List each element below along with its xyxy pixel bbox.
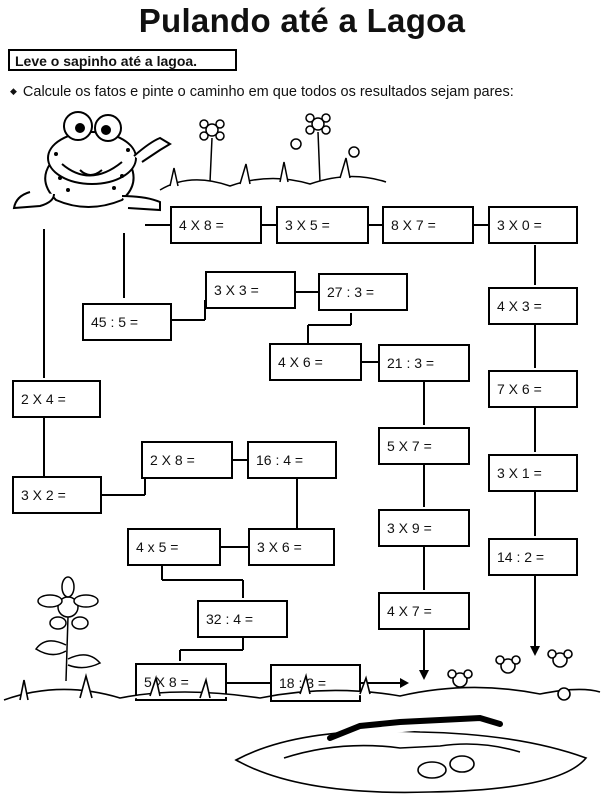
flower-left [34,576,102,682]
fact-4x7[interactable]: 4 X 7 = [378,592,470,630]
fact-14div2[interactable]: 14 : 2 = [488,538,578,576]
fact-3x1[interactable]: 3 X 1 = [488,454,578,492]
fact-16div4[interactable]: 16 : 4 = [247,441,337,479]
instruction-box: Leve o sapinho até a lagoa. [8,49,237,71]
fact-45div5[interactable]: 45 : 5 = [82,303,172,341]
fact-3x3[interactable]: 3 X 3 = [205,271,296,309]
fact-4x6[interactable]: 4 X 6 = [269,343,362,381]
grass-flowers-top [159,113,387,191]
fact-3x9[interactable]: 3 X 9 = [378,509,470,547]
fact-4x3[interactable]: 4 X 3 = [488,287,578,325]
fact-2x8[interactable]: 2 X 8 = [141,441,233,479]
fact-8x7[interactable]: 8 X 7 = [382,206,474,244]
fact-21div3[interactable]: 21 : 3 = [378,344,470,382]
fact-27div3[interactable]: 27 : 3 = [318,273,408,311]
pond-illustration [3,649,601,794]
fact-7x6[interactable]: 7 X 6 = [488,370,578,408]
page-title: Pulando até a Lagoa [138,2,466,39]
fact-32div4[interactable]: 32 : 4 = [197,600,288,638]
frog-illustration [12,111,172,212]
fact-3x2[interactable]: 3 X 2 = [12,476,102,514]
fact-3x5[interactable]: 3 X 5 = [276,206,369,244]
task-line: ◆ Calcule os fatos e pinte o caminho em q… [10,84,514,100]
fact-2x4[interactable]: 2 X 4 = [12,380,101,418]
fact-4x5[interactable]: 4 x 5 = [127,528,221,566]
bullet-icon: ◆ [10,86,17,96]
fact-3x0[interactable]: 3 X 0 = [488,206,578,244]
task-text: Calcule os fatos e pinte o caminho em qu… [22,84,514,100]
fact-4x8[interactable]: 4 X 8 = [170,206,262,244]
fact-5x7[interactable]: 5 X 7 = [378,427,470,465]
fact-3x6[interactable]: 3 X 6 = [248,528,335,566]
